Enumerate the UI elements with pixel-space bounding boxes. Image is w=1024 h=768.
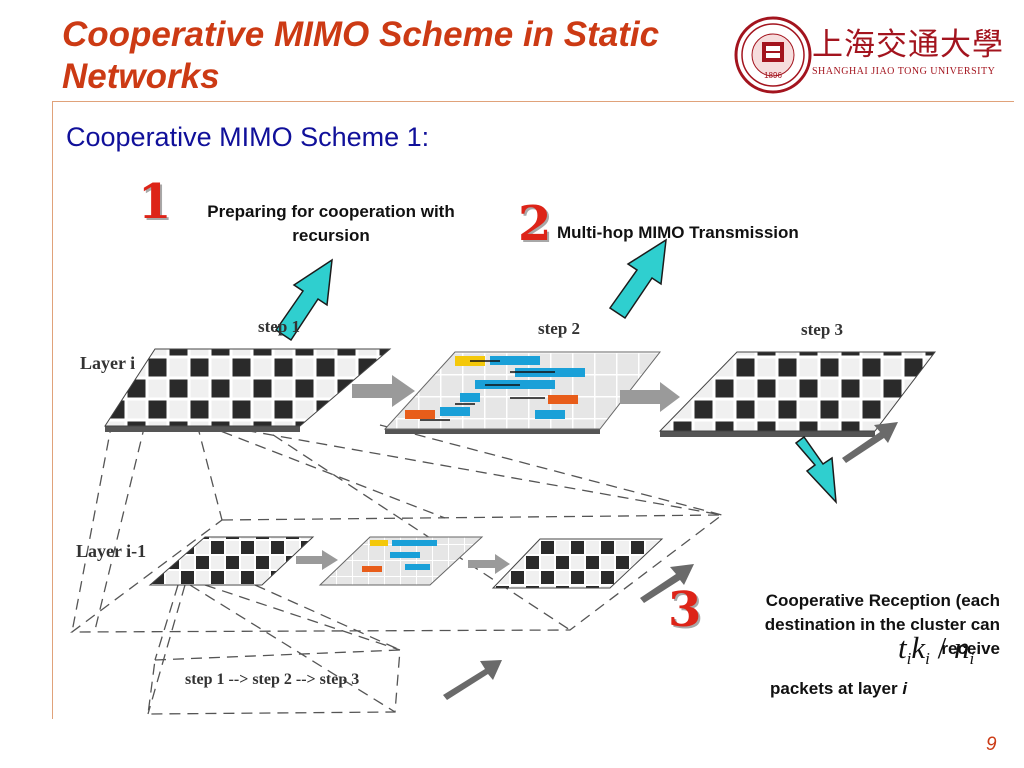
formula-slash: / — [937, 630, 947, 665]
step1-label: step 1 — [258, 317, 300, 336]
university-name-chinese: 上海交通大學 — [812, 27, 1004, 63]
layer-i-step3-plane-edge — [660, 431, 875, 437]
stage-1-number: 1 — [138, 174, 172, 230]
slide-title: Cooperative MIMO Scheme in Static Networ… — [62, 15, 660, 96]
step3-label: step 3 — [801, 320, 843, 339]
formula-n-sub: i — [969, 649, 975, 668]
cyan-stage-arrows — [274, 238, 837, 505]
formula-t: t — [898, 630, 907, 665]
university-name-english: SHANGHAI JIAO TONG UNIVERSITY — [812, 66, 996, 77]
stage-3-caption: Cooperative Reception (each destination … — [764, 591, 1000, 658]
stage-1-caption: Preparing for cooperation with recursion — [207, 202, 455, 245]
stage-2-number: 2 — [518, 196, 552, 252]
formula-k: k — [911, 630, 926, 665]
layer-i1-step2-plane — [318, 536, 484, 586]
projection-lines — [70, 421, 724, 715]
layer-i-label: Layer i — [80, 353, 135, 373]
university-seal: 1896 — [734, 16, 812, 94]
layer-i-variable: i — [902, 679, 908, 698]
stage-2-caption: Multi-hop MIMO Transmission — [557, 223, 799, 242]
university-name: 上海交通大學 SHANGHAI JIAO TONG UNIVERSITY — [812, 28, 1012, 77]
formula-k-sub: i — [925, 649, 930, 668]
formula-t-sub: i — [906, 649, 912, 668]
page-number: 9 — [986, 734, 997, 755]
routing-paths-small — [362, 540, 437, 572]
step2-label: step 2 — [538, 319, 580, 338]
stage-3-caption-end-text: packets at layer — [770, 679, 898, 698]
formula-n: n — [953, 630, 970, 665]
routing-paths — [405, 356, 585, 421]
stage-3-number: 3 — [668, 582, 702, 638]
layer-i-step2-plane-edge — [385, 429, 600, 434]
gray-flow-arrows — [296, 375, 680, 574]
layer-i-step3-plane — [658, 351, 937, 432]
left-margin-line — [52, 101, 53, 719]
layer-i1-step1-plane — [148, 536, 315, 586]
layer-i1-step3-plane — [491, 538, 664, 589]
layer-i-step1-plane-edge — [105, 426, 300, 432]
subtitle: Cooperative MIMO Scheme 1: — [66, 122, 430, 152]
title-divider — [52, 101, 1014, 102]
stage-3-caption-end: packets at layer i — [770, 677, 1010, 701]
seal-year: 1896 — [764, 71, 782, 80]
bottom-steps-label: step 1 --> step 2 --> step 3 — [185, 671, 359, 688]
layer-i-step1-plane — [104, 348, 392, 427]
layer-i1-label: Layer i-1 — [76, 541, 146, 561]
gray-direction-arrows — [443, 422, 898, 700]
packet-formula: tiki / ni — [898, 630, 974, 669]
